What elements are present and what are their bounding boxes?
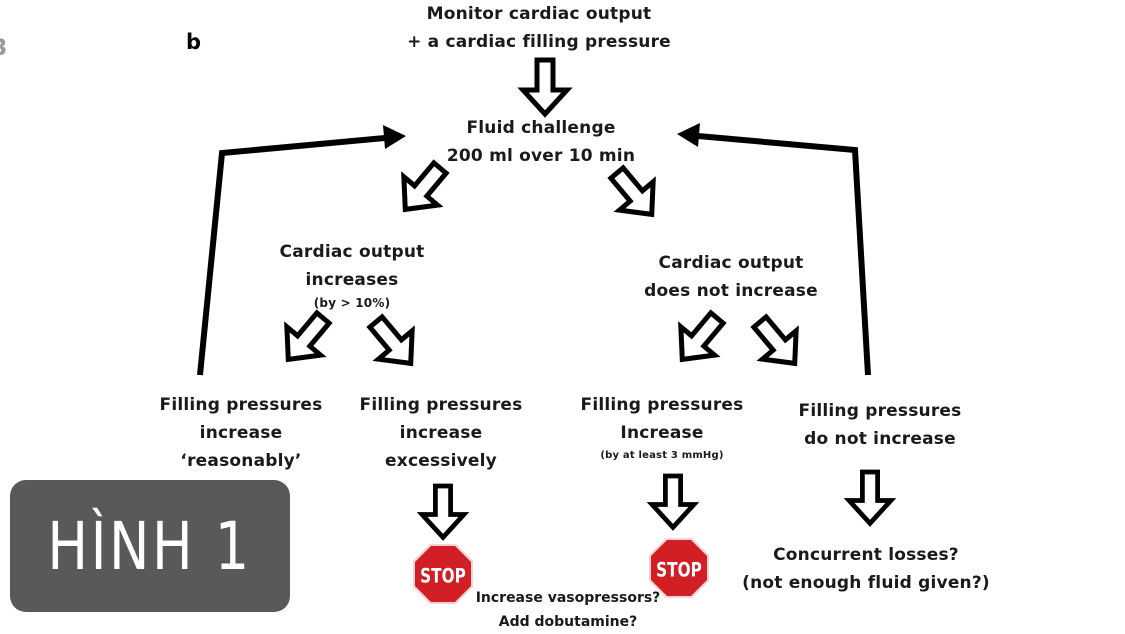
- node-fp-increase: Filling pressures Increase (by at least …: [581, 391, 744, 465]
- arrow-co-to-fp-reasonably: [271, 304, 339, 374]
- figure-badge: HÌNH 1: [10, 480, 290, 612]
- node-monitor-line2: + a cardiac filling pressure: [407, 32, 671, 52]
- node-action-line1: Increase vasopressors?: [475, 590, 661, 606]
- node-fp-reasonably: Filling pressures increase ‘reasonably’: [160, 391, 323, 475]
- node-fp-excessively: Filling pressures increase excessively: [360, 391, 523, 475]
- stop-sign-right: STOP: [648, 537, 710, 599]
- edge-panel-mark: 3: [0, 36, 7, 61]
- node-co-increases-line2: increases: [305, 270, 399, 290]
- node-co-no-increase: Cardiac output does not increase: [644, 249, 818, 305]
- svg-text:STOP: STOP: [420, 566, 466, 588]
- node-fp-increase-line1: Filling pressures: [580, 395, 744, 415]
- node-fp-reasonably-line1: Filling pressures: [159, 395, 323, 415]
- node-monitor-line1: Monitor cardiac output: [426, 4, 652, 24]
- node-fp-excessively-line3: excessively: [385, 451, 497, 471]
- figure-badge-label: HÌNH 1: [47, 507, 253, 585]
- node-co-no-increase-line1: Cardiac output: [658, 253, 804, 273]
- arrow-co-to-fp-no-increase: [743, 308, 811, 378]
- node-fp-no-increase-line1: Filling pressures: [798, 401, 962, 421]
- node-fluid-line2: 200 ml over 10 min: [446, 146, 636, 166]
- node-fp-reasonably-line3: ‘reasonably’: [180, 451, 302, 471]
- arrow-monitor-to-fluid: [523, 60, 567, 114]
- node-co-increases-line1: Cardiac output: [279, 242, 425, 262]
- stop-sign-icon: STOP: [413, 544, 473, 604]
- node-co-increases-note: (by > 10%): [313, 296, 391, 310]
- arrow-excessively-to-stop: [422, 486, 464, 537]
- node-action-line2: Add dobutamine?: [498, 614, 638, 630]
- arrow-no-increase-to-concurrent: [849, 472, 891, 523]
- node-fluid-line1: Fluid challenge: [466, 118, 616, 138]
- node-co-no-increase-line2: does not increase: [644, 281, 818, 301]
- stop-sign-icon: STOP: [649, 538, 709, 598]
- node-concurrent-line2: (not enough fluid given?): [742, 573, 990, 593]
- node-fp-no-increase-line2: do not increase: [804, 429, 956, 449]
- arrow-feedback-left: [197, 125, 406, 376]
- node-fluid-challenge: Fluid challenge 200 ml over 10 min: [447, 114, 635, 170]
- node-fp-excessively-line2: increase: [399, 423, 483, 443]
- node-fp-increase-note: (by at least 3 mmHg): [600, 450, 724, 461]
- arrow-feedback-right: [677, 123, 871, 376]
- arrow-co-to-fp-excessively: [359, 308, 427, 378]
- node-concurrent-line1: Concurrent losses?: [773, 545, 959, 565]
- node-fp-excessively-line1: Filling pressures: [359, 395, 523, 415]
- arrow-co-to-fp-increase: [665, 304, 733, 374]
- svg-text:STOP: STOP: [656, 560, 702, 582]
- node-fp-no-increase: Filling pressures do not increase: [799, 397, 962, 453]
- node-monitor: Monitor cardiac output + a cardiac filli…: [407, 0, 671, 56]
- node-action-after-stop: Increase vasopressors? Add dobutamine?: [476, 586, 661, 634]
- node-concurrent-losses: Concurrent losses? (not enough fluid giv…: [742, 541, 990, 597]
- node-co-increases: Cardiac output increases (by > 10%): [280, 238, 425, 312]
- arrow-increase-to-stop: [652, 476, 694, 527]
- stop-sign-left: STOP: [412, 543, 474, 605]
- node-fp-increase-line2: Increase: [620, 423, 704, 443]
- node-fp-reasonably-line2: increase: [199, 423, 283, 443]
- panel-letter: b: [186, 30, 202, 54]
